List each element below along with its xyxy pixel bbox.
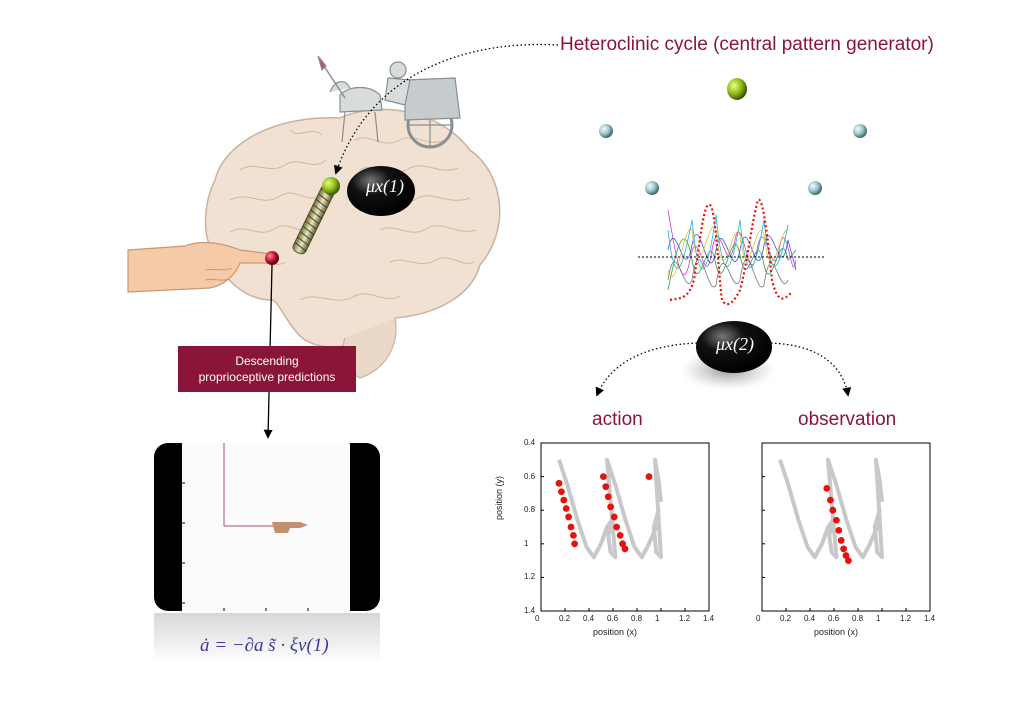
mu1-label: μx(1) bbox=[366, 176, 404, 197]
trajectory-dot bbox=[621, 545, 629, 553]
oscillation-traces bbox=[667, 209, 797, 291]
trajectory-dot bbox=[833, 516, 840, 524]
idle-node bbox=[808, 181, 822, 195]
heteroclinic-nodes bbox=[599, 78, 867, 195]
trajectory-dot bbox=[567, 523, 575, 531]
observation-title: observation bbox=[798, 409, 897, 430]
charioteer-illustration bbox=[317, 55, 461, 149]
trajectory-dot bbox=[845, 557, 852, 564]
trajectory-line bbox=[557, 457, 663, 560]
trajectory-dot bbox=[616, 532, 624, 539]
trajectory-dot bbox=[555, 479, 563, 487]
trajectory-dot bbox=[570, 532, 577, 539]
x-tick-label: 0.8 bbox=[852, 614, 864, 623]
trajectory-dot bbox=[829, 506, 837, 514]
mu1-node bbox=[347, 166, 415, 216]
trajectory-dot bbox=[565, 513, 572, 521]
x-tick-label: 0.2 bbox=[559, 614, 571, 623]
x-tick-label: 1.2 bbox=[679, 614, 691, 623]
idle-node bbox=[599, 124, 613, 138]
screen-reflection bbox=[154, 613, 380, 663]
trajectory-dot bbox=[560, 496, 568, 504]
plot-frame bbox=[540, 442, 710, 612]
trajectory-dot bbox=[604, 493, 612, 501]
x-tick-label: 0.6 bbox=[828, 614, 840, 623]
y-tick-label: 0.6 bbox=[524, 471, 536, 481]
screen-hand-icon bbox=[272, 522, 308, 533]
descending-label-line2: proprioceptive predictions bbox=[198, 370, 336, 384]
active-trace bbox=[669, 198, 793, 306]
observation-plot bbox=[761, 442, 931, 612]
trajectory-line bbox=[778, 457, 884, 560]
trajectory-dot bbox=[602, 483, 610, 491]
trajectory-dot bbox=[840, 545, 847, 553]
trajectory-dot bbox=[600, 473, 607, 480]
x-axis-label-observation: position (x) bbox=[814, 627, 859, 637]
action-plot bbox=[540, 442, 710, 612]
x-tick-label: 0.4 bbox=[583, 614, 595, 623]
trajectory-dot bbox=[835, 526, 843, 534]
y-tick-label: 1 bbox=[524, 538, 529, 548]
trajectory-dot bbox=[827, 496, 834, 504]
trajectory-dot bbox=[837, 537, 845, 544]
trajectory-dot bbox=[562, 505, 570, 512]
y-tick-label: 0.4 bbox=[524, 438, 536, 447]
action-equation: ȧ = −∂a s̃ · ξv(1) bbox=[200, 635, 329, 656]
x-tick-label: 0 bbox=[756, 614, 761, 623]
brain-illustration bbox=[204, 108, 501, 379]
x-tick-label: 0.8 bbox=[631, 614, 643, 623]
brain-active-node bbox=[322, 177, 340, 195]
arrow-to-observation bbox=[770, 342, 852, 397]
trajectory-dot bbox=[842, 552, 850, 559]
descending-label-box: Descending proprioceptive predictions bbox=[178, 346, 356, 392]
trajectory-dot bbox=[613, 523, 620, 531]
y-tick-label: 1.4 bbox=[524, 606, 536, 615]
descending-label-line1: Descending bbox=[235, 354, 299, 368]
finger-node bbox=[265, 251, 279, 265]
mu2-label: μx(2) bbox=[716, 334, 754, 355]
x-tick-label: 0.6 bbox=[607, 614, 619, 623]
trajectory-dot bbox=[610, 513, 618, 521]
active-node bbox=[727, 78, 747, 100]
x-tick-label: 0.4 bbox=[804, 614, 816, 623]
trajectory-dot bbox=[645, 473, 653, 480]
mu2-text: μx(2) bbox=[716, 334, 755, 354]
heteroclinic-arrow bbox=[333, 43, 559, 175]
y-axis-label: position (y) bbox=[494, 475, 504, 520]
screen-device bbox=[154, 443, 380, 663]
spring-icon bbox=[292, 184, 336, 255]
trajectory-dot bbox=[607, 503, 614, 511]
x-axis-label-action: position (x) bbox=[593, 627, 638, 637]
mu1-text: μx(1) bbox=[366, 176, 405, 196]
trajectory-dot bbox=[619, 540, 626, 548]
x-tick-label: 0 bbox=[535, 614, 540, 623]
idle-node bbox=[853, 124, 867, 138]
trajectory-dot bbox=[571, 540, 578, 548]
y-tick-label: 0.8 bbox=[524, 505, 536, 515]
trajectory-dot bbox=[823, 484, 831, 492]
trajectory-dot bbox=[558, 488, 565, 496]
idle-node bbox=[645, 181, 659, 195]
x-tick-label: 0.2 bbox=[780, 614, 792, 623]
x-tick-label: 1 bbox=[655, 614, 660, 623]
action-title: action bbox=[592, 409, 643, 430]
heteroclinic-title: Heteroclinic cycle (central pattern gene… bbox=[560, 34, 934, 55]
x-tick-label: 1 bbox=[876, 614, 881, 623]
x-tick-label: 1.2 bbox=[900, 614, 912, 623]
x-tick-label: 1.4 bbox=[703, 614, 715, 623]
x-tick-label: 1.4 bbox=[924, 614, 936, 623]
plot-frame bbox=[761, 442, 931, 612]
y-tick-label: 1.2 bbox=[524, 572, 536, 582]
mu2-node bbox=[696, 321, 772, 373]
